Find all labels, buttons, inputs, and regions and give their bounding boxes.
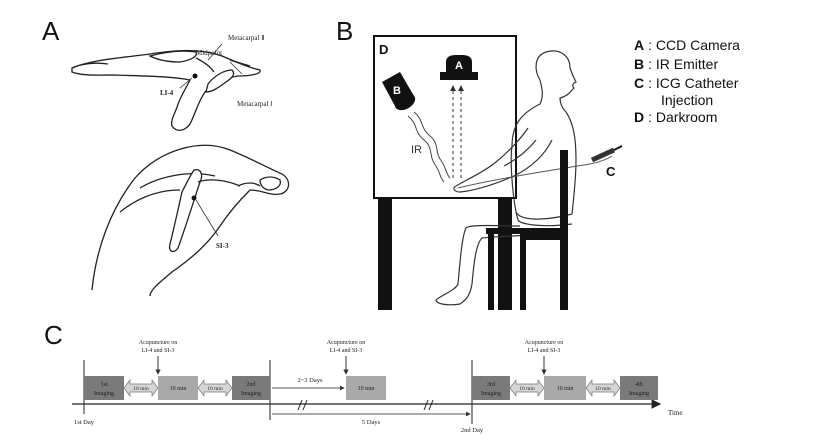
imaging-1-num: 1st	[100, 382, 107, 388]
imaging-4-word: Imaging	[629, 391, 649, 397]
acup-3-line2: LI-4 and SI-3	[528, 348, 561, 354]
catheter-label: C	[606, 164, 616, 179]
legend-text-d: : Darkroom	[648, 109, 717, 125]
svg-text:D: Darkroom: D: Darkroom	[634, 109, 717, 125]
imaging-4-box	[620, 376, 658, 400]
legend-text-a: : CCD Camera	[648, 37, 740, 53]
ir-label: IR	[411, 144, 422, 156]
needle-period-1	[158, 376, 198, 400]
legend-text-b: : IR Emitter	[648, 56, 718, 72]
acup-1-line2: LI-4 and SI-3	[142, 348, 175, 354]
acup-2-line1: Acupuncture on	[327, 340, 366, 346]
legend-key-d: D	[634, 109, 644, 125]
ccd-camera: A	[440, 55, 478, 80]
legend-key-c: C	[634, 75, 644, 91]
imaging-2-num: 2nd	[247, 382, 256, 388]
ten-min-2: 10 min	[170, 386, 187, 392]
midpoint-label: Midpoint	[196, 49, 222, 57]
imaging-3-word: Imaging	[481, 391, 501, 397]
legend-key-b: B	[634, 56, 644, 72]
five-days-label: 5 Days	[362, 419, 381, 426]
ten-min-7: 10 min	[595, 386, 611, 392]
axis-break-2	[423, 399, 434, 411]
timeline-blocks: 1st Imaging 10 min 10 min 10 min 2nd Ima…	[84, 376, 658, 400]
acup-2-line2: LI-4 and SI-3	[330, 348, 363, 354]
imaging-1-box	[84, 376, 124, 400]
panel-c-letter: C	[44, 320, 63, 350]
legend-key-a: A	[634, 37, 644, 53]
darkroom-box	[373, 35, 517, 199]
metacarpal-2-label: Metacarpal Ⅱ	[228, 34, 265, 42]
panel-b-letter: B	[336, 16, 353, 46]
darkroom-label: D	[379, 42, 388, 57]
day1-label: 1st Day	[74, 419, 95, 426]
ten-min-3: 10 min	[207, 386, 223, 392]
metacarpal-1-label: Metacarpal Ⅰ	[237, 100, 272, 108]
acup-3-line1: Acupuncture on	[525, 340, 564, 346]
time-label: Time	[668, 409, 683, 417]
ir-emitter: B	[382, 72, 416, 111]
table-leg-right	[498, 198, 512, 310]
imaging-2-word: Imaging	[241, 391, 261, 397]
hand-fist-illustration	[91, 144, 290, 297]
svg-text:B: IR Emitter: B: IR Emitter	[634, 56, 718, 72]
two-three-days-label: 2~3 Days	[297, 377, 322, 384]
syringe	[590, 145, 623, 163]
ten-min-5: 10 min	[519, 386, 535, 392]
imaging-3-num: 3rd	[487, 382, 495, 388]
table-leg-left	[378, 198, 392, 310]
ir-beam-1	[407, 115, 445, 183]
si3-point	[191, 195, 197, 201]
chair	[486, 150, 568, 310]
acup-1-line1: Acupuncture on	[139, 340, 178, 346]
li4-label: LI-4	[160, 89, 174, 97]
imaging-1-word: Imaging	[94, 391, 114, 397]
svg-text:A: CCD Camera: A: CCD Camera	[634, 37, 740, 53]
emitter-label: B	[393, 85, 401, 97]
imaging-2-box	[232, 376, 270, 400]
imaging-4-num: 4th	[635, 382, 643, 388]
panel-a-letter: A	[42, 16, 60, 46]
ten-min-6: 10 min	[557, 386, 574, 392]
li4-point	[192, 73, 198, 79]
camera-label: A	[455, 60, 463, 72]
imaging-3-box	[472, 376, 510, 400]
ten-min-1: 10 min	[133, 386, 149, 392]
si3-label: SI-3	[216, 242, 229, 250]
legend-text-c: : ICG Catheter	[648, 75, 739, 91]
legend-text-c2: Injection	[661, 92, 713, 108]
needle-period-3	[544, 376, 586, 400]
ten-min-4: 10 min	[358, 386, 375, 392]
legend: A: CCD Camera B: IR Emitter C: ICG Cathe…	[634, 37, 740, 125]
day2-label: 2nd Day	[461, 427, 484, 434]
catheter-line	[457, 155, 613, 189]
axis-break-1	[297, 399, 308, 411]
hand-side-illustration	[71, 49, 261, 131]
ir-beam-2	[413, 111, 451, 179]
needle-period-2	[346, 376, 386, 400]
svg-text:C: ICG Catheter: C: ICG Catheter	[634, 75, 739, 91]
